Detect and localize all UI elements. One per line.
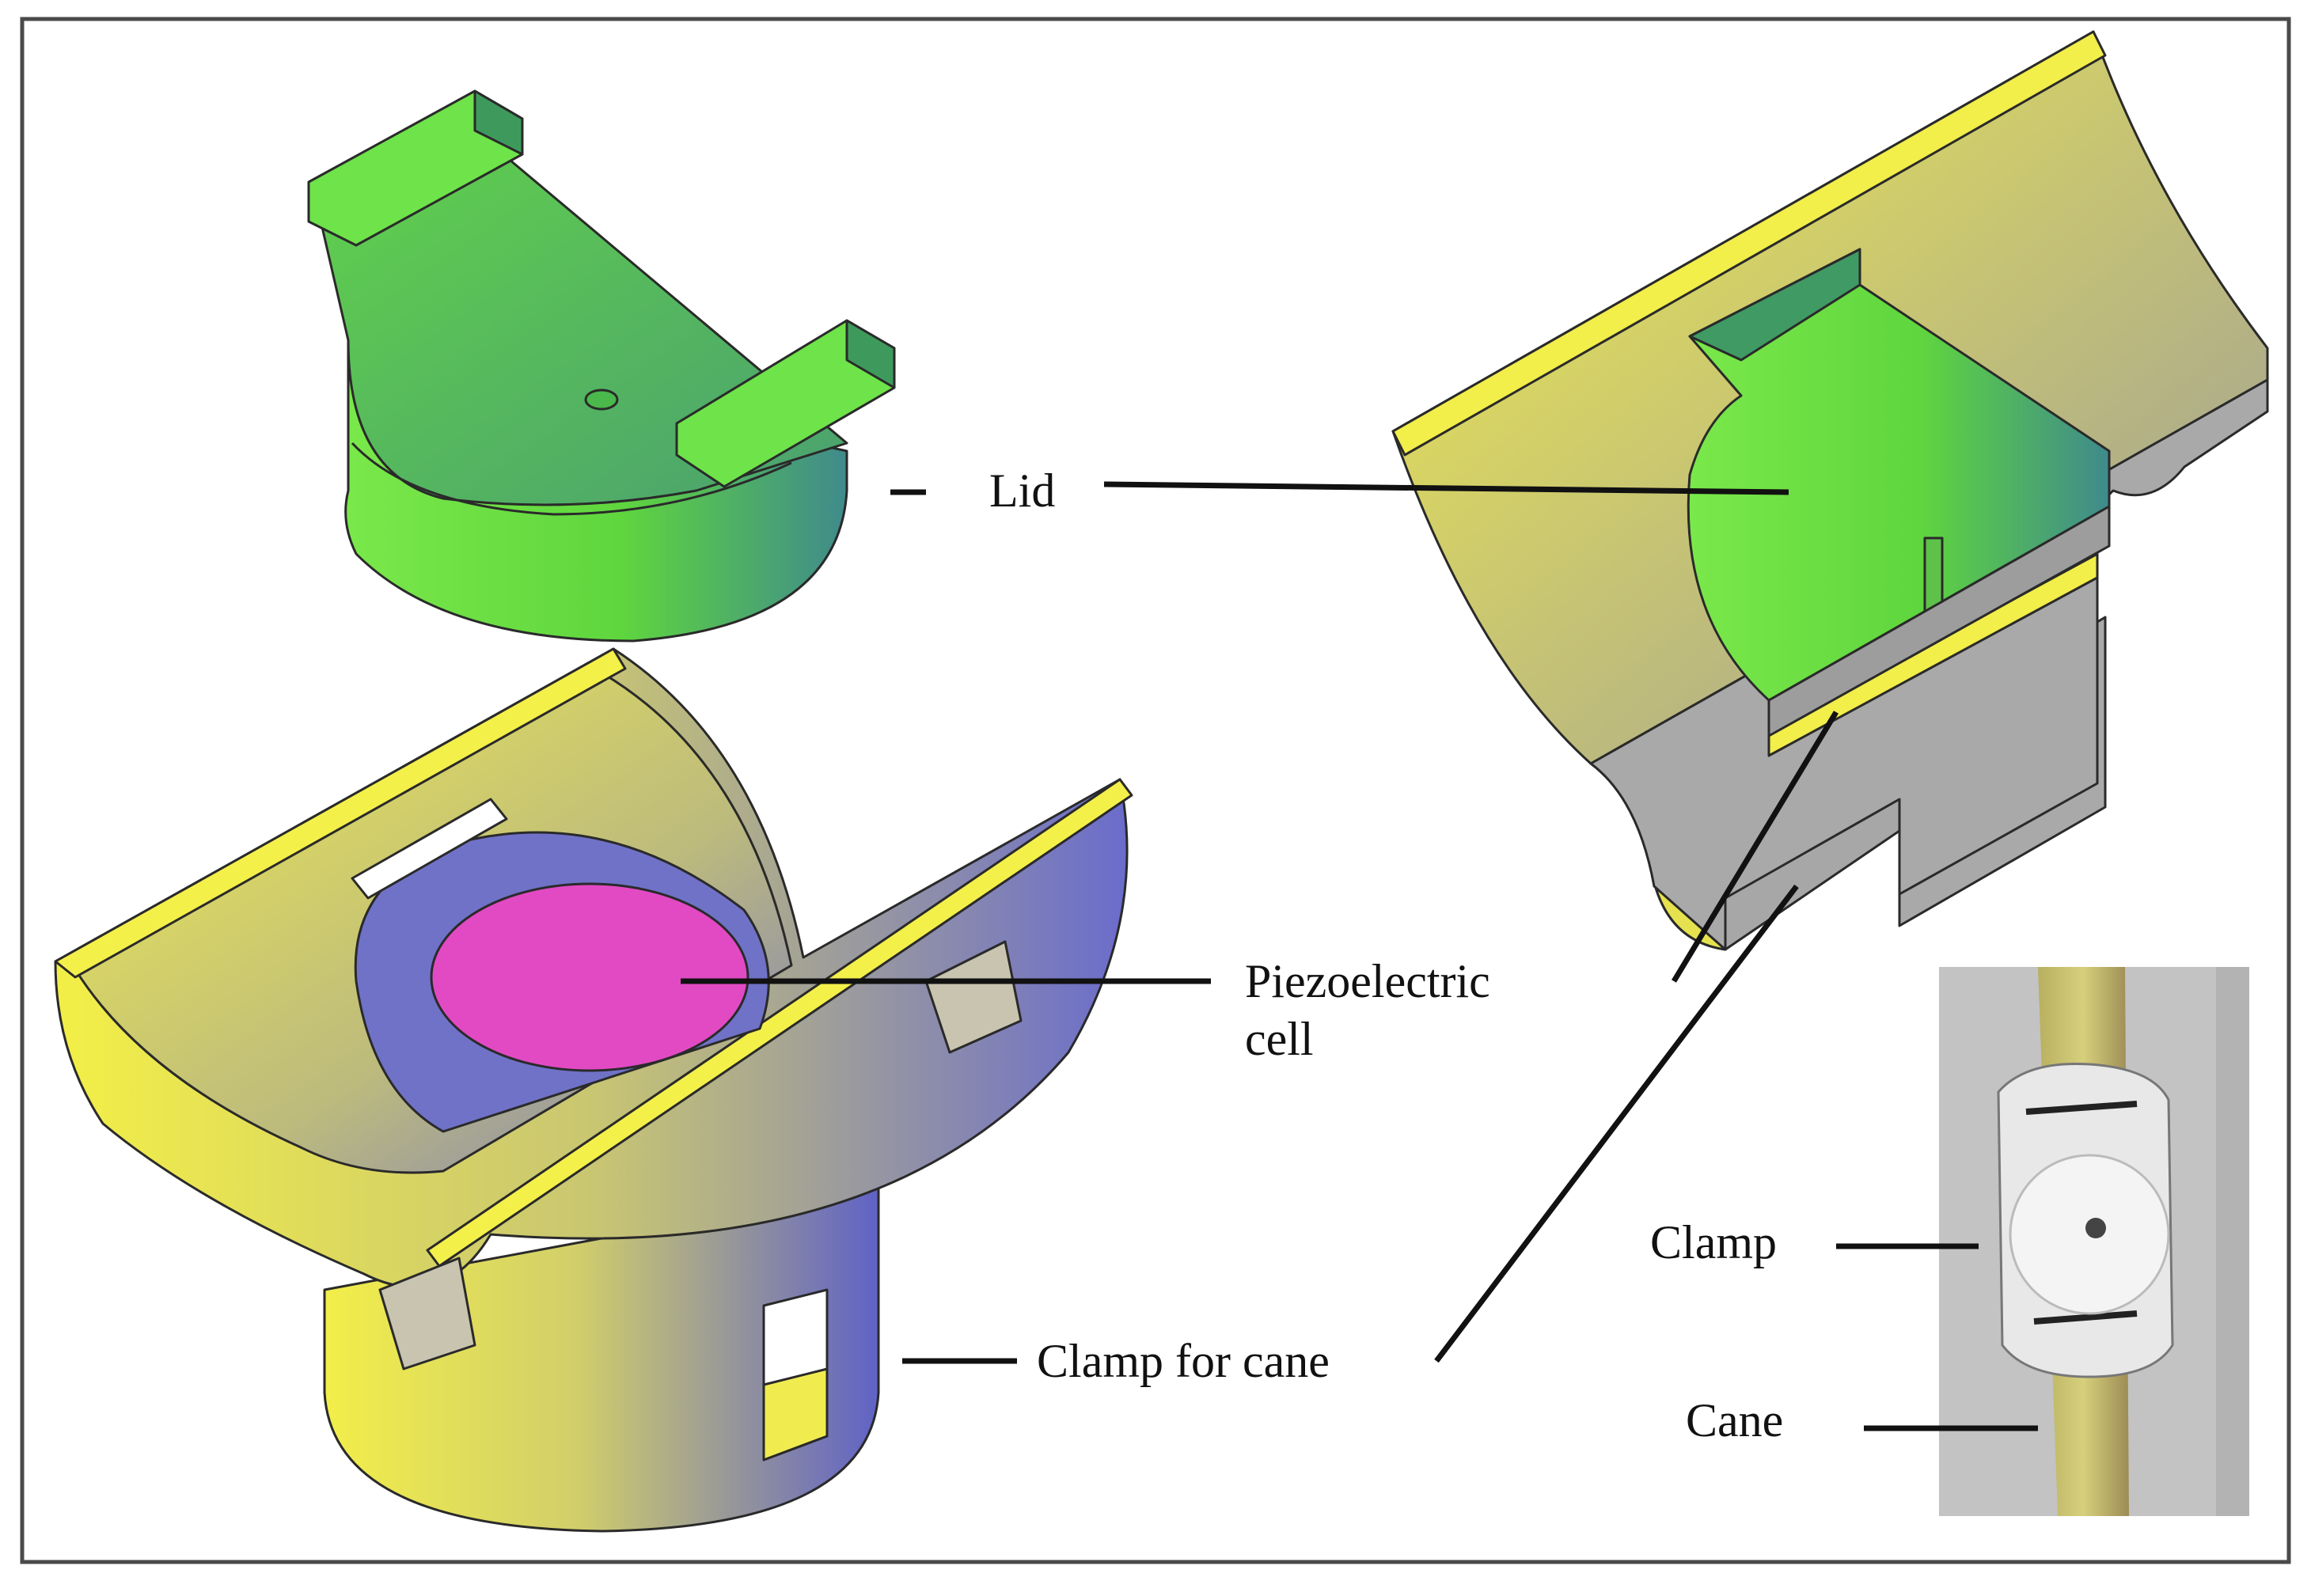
label-piezoelectric-line2: cell [1245, 1013, 1314, 1065]
piezo-leader-right [1672, 711, 1839, 983]
lid-leader-right [1103, 481, 1789, 495]
label-piezoelectric-line1: Piezoelectric [1245, 955, 1490, 1007]
label-lid: Lid [989, 464, 1055, 517]
lid-part [307, 89, 896, 643]
photo-inset [1939, 967, 2249, 1516]
section-view [1391, 30, 2269, 951]
label-clamp-for-cane: Clamp for cane [1037, 1335, 1330, 1387]
label-cane: Cane [1686, 1394, 1783, 1446]
labels: Lid Piezoelectric cell Clamp for cane Cl… [989, 464, 1783, 1446]
clamp-for-cane-part [54, 647, 1133, 1533]
label-clamp: Clamp [1650, 1216, 1777, 1268]
clamp-for-cane-leader-right [1434, 884, 1799, 1363]
leader-lines [681, 481, 2038, 1431]
piezoelectric-disc [430, 882, 749, 1072]
